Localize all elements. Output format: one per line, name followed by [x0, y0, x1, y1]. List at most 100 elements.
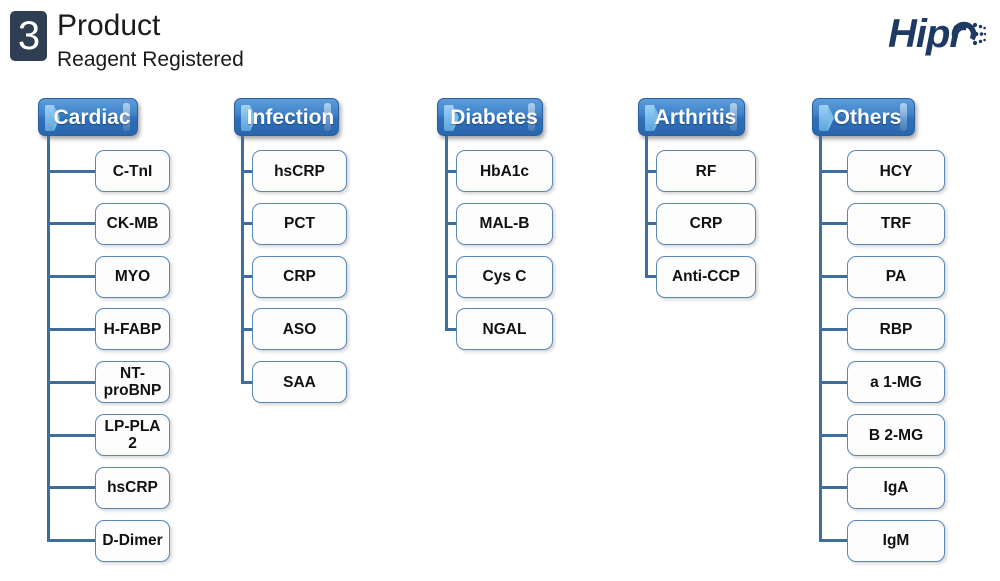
product-item-label: CRP [283, 268, 316, 286]
logo-o-dots-icon [942, 14, 986, 54]
product-item-box[interactable]: C-TnI [95, 150, 170, 192]
product-item-box[interactable]: B 2-MG [847, 414, 945, 456]
product-item-label: NGAL [482, 320, 527, 338]
product-item-label: HCY [879, 162, 913, 180]
tree-trunk-line [47, 136, 50, 541]
product-item-box[interactable]: TRF [847, 202, 945, 245]
product-item-label: C-TnI [112, 162, 153, 180]
category-header-cardiac[interactable]: Cardiac [38, 98, 138, 136]
bookmark-tab-icon [45, 105, 60, 131]
product-item-box[interactable]: LP-PLA 2 [95, 414, 170, 456]
tree-branch-line [819, 275, 847, 279]
product-item-box[interactable]: NT-proBNP [95, 361, 170, 404]
tree-branch-line [445, 222, 456, 226]
category-header-infection[interactable]: Infection [234, 98, 339, 136]
tree-trunk-line [241, 136, 244, 383]
tree-branch-line [445, 169, 456, 173]
product-item-box[interactable]: CK-MB [95, 202, 170, 245]
product-item-label: HbA1c [479, 162, 530, 180]
product-item-box[interactable]: MYO [95, 255, 170, 298]
product-item-box[interactable]: PCT [252, 202, 347, 245]
category-header-diabetes[interactable]: Diabetes [437, 98, 543, 136]
product-item-box[interactable]: PA [847, 255, 945, 298]
product-item-label: Cys C [482, 268, 527, 286]
product-item-box[interactable]: NGAL [456, 308, 553, 351]
tree-branch-line [241, 222, 252, 226]
product-item-box[interactable]: IgA [847, 466, 945, 509]
tree-branch-line [47, 275, 95, 279]
product-item-label: a 1-MG [870, 373, 922, 391]
product-item-label: CRP [689, 215, 723, 233]
bookmark-tab-icon [819, 105, 834, 131]
product-item-label: MAL-B [479, 215, 530, 233]
tree-branch-line [819, 539, 847, 543]
tree-branch-line [819, 380, 847, 384]
tree-branch-line [819, 222, 847, 226]
product-item-label: IgM [882, 532, 910, 550]
product-item-box[interactable]: RBP [847, 308, 945, 351]
product-item-box[interactable]: a 1-MG [847, 361, 945, 404]
page-title: Product [57, 9, 161, 42]
product-item-box[interactable]: SAA [252, 361, 347, 404]
product-item-box[interactable]: CRP [252, 255, 347, 298]
product-item-label: NT- [120, 365, 145, 383]
tree-branch-line [241, 169, 252, 173]
tree-branch-line [819, 327, 847, 331]
product-item-box[interactable]: IgM [847, 519, 945, 562]
product-item-box[interactable]: HbA1c [456, 150, 553, 192]
product-item-box[interactable]: Cys C [456, 255, 553, 298]
product-item-box[interactable]: hsCRP [252, 150, 347, 192]
bookmark-tab-icon [444, 105, 459, 131]
tree-branch-line [645, 169, 656, 173]
category-header-label: Arthritis [654, 105, 737, 129]
category-header-arthritis[interactable]: Arthritis [638, 98, 745, 136]
product-item-box[interactable]: ASO [252, 308, 347, 351]
tree-branch-line [47, 539, 95, 543]
product-item-label: LP-PLA 2 [104, 418, 161, 452]
category-header-label: Cardiac [53, 105, 131, 129]
product-item-label: H-FABP [103, 320, 162, 338]
category-column-infection: Infection hsCRP PCT CRP ASO SAA [234, 98, 347, 404]
product-item-box[interactable]: D-Dimer [95, 519, 170, 562]
product-item-label: SAA [283, 373, 316, 391]
product-item-box[interactable]: H-FABP [95, 308, 170, 351]
product-item-box[interactable]: hsCRP [95, 466, 170, 509]
product-item-label: B 2-MG [868, 426, 924, 444]
tree-branch-line [645, 275, 656, 279]
highlight-bar-icon [324, 103, 331, 131]
highlight-bar-icon [730, 103, 737, 131]
product-item-box[interactable]: RF [656, 150, 756, 192]
product-item-box[interactable]: CRP [656, 202, 756, 245]
product-item-box[interactable]: Anti-CCP [656, 255, 756, 298]
tree-branch-line [241, 380, 252, 384]
tree-branch-line [819, 486, 847, 490]
tree-branch-line [241, 327, 252, 331]
product-item-label: D-Dimer [102, 532, 163, 550]
product-item-label: IgA [883, 479, 909, 497]
product-item-label: hsCRP [107, 479, 158, 497]
product-item-label: TRF [880, 215, 912, 233]
product-item-label: Anti-CCP [671, 268, 741, 286]
tree-branch-line [47, 169, 95, 173]
bookmark-tab-icon [241, 105, 256, 131]
category-header-others[interactable]: Others [812, 98, 915, 136]
product-item-label: RF [695, 162, 717, 180]
product-item-label: proBNP [103, 382, 162, 400]
product-item-label: hsCRP [274, 162, 325, 180]
tree-trunk-line [819, 136, 822, 541]
bookmark-tab-icon [645, 105, 660, 131]
product-item-box[interactable]: HCY [847, 150, 945, 192]
category-header-label: Others [833, 105, 902, 129]
section-number-badge: 3 [10, 11, 47, 61]
tree-branch-line [645, 222, 656, 226]
product-item-label: PA [885, 268, 907, 286]
category-header-label: Diabetes [450, 105, 538, 129]
tree-branch-line [47, 327, 95, 331]
product-item-label: MYO [114, 268, 151, 286]
product-item-box[interactable]: MAL-B [456, 202, 553, 245]
